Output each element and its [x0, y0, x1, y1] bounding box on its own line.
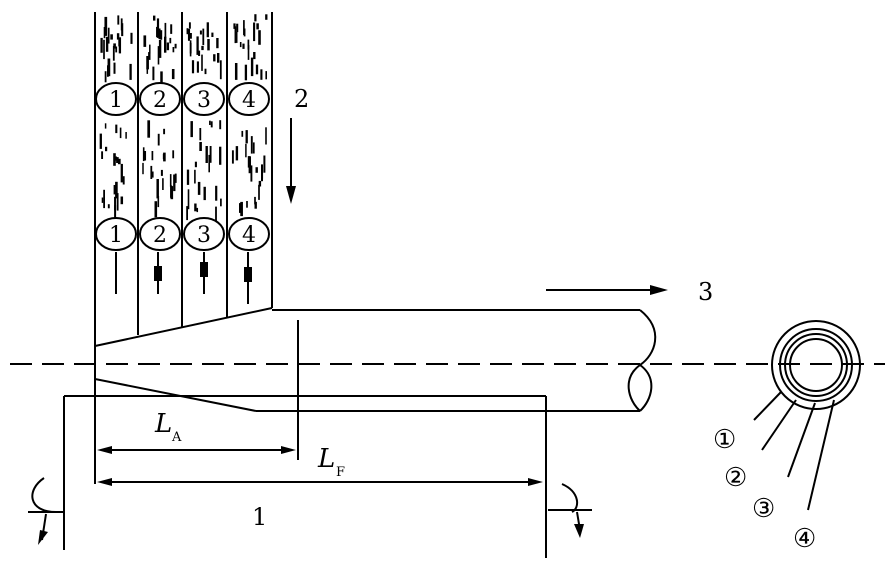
lf-subscript: F	[336, 465, 345, 480]
la-symbol: L	[154, 409, 172, 439]
yarn-cross-section	[753, 320, 861, 511]
lane-marker-2-top: 2	[139, 82, 181, 116]
drum-label: 1	[252, 503, 267, 531]
svg-text:3: 3	[197, 88, 211, 113]
feed-label: 2	[294, 85, 309, 113]
fiber-lane-walls	[94, 12, 273, 347]
feed-arrow: 2	[286, 85, 309, 204]
svg-text:1: 1	[109, 88, 123, 113]
lane-markers-bottom: 1 2 3 4	[95, 217, 270, 251]
callout-2: ②	[724, 463, 747, 493]
lane-stems	[115, 252, 252, 304]
fiber-texture	[99, 14, 268, 224]
output-label: 3	[698, 278, 713, 306]
svg-text:1: 1	[109, 223, 123, 248]
dimension-lf: L F	[97, 444, 543, 486]
lane-marker-4-bottom: 4	[228, 217, 270, 251]
svg-text:3: 3	[197, 223, 211, 248]
cross-section-callouts: ① ② ③ ④	[713, 425, 816, 554]
callout-1: ①	[713, 425, 736, 455]
lane-marker-3-top: 3	[183, 82, 225, 116]
lane-marker-1-bottom: 1	[95, 217, 137, 251]
lane-marker-1-top: 1	[95, 82, 137, 116]
dimension-la: L A	[97, 409, 296, 454]
rotation-arrow-left	[28, 477, 64, 545]
lane-marker-3-bottom: 3	[183, 217, 225, 251]
lane-marker-4-top: 4	[228, 82, 270, 116]
callout-4: ④	[793, 524, 816, 554]
lane-marker-2-bottom: 2	[139, 217, 181, 251]
svg-text:4: 4	[242, 88, 256, 113]
svg-text:2: 2	[153, 88, 167, 113]
rotation-arrow-right	[548, 483, 592, 538]
callout-3: ③	[752, 494, 775, 524]
drum-frame	[63, 320, 547, 558]
la-subscript: A	[171, 430, 182, 445]
lf-symbol: L	[317, 444, 335, 474]
lane-markers-top: 1 2 3 4	[95, 82, 270, 116]
svg-text:4: 4	[242, 223, 256, 248]
svg-text:2: 2	[153, 223, 167, 248]
output-arrow: 3	[546, 278, 713, 306]
